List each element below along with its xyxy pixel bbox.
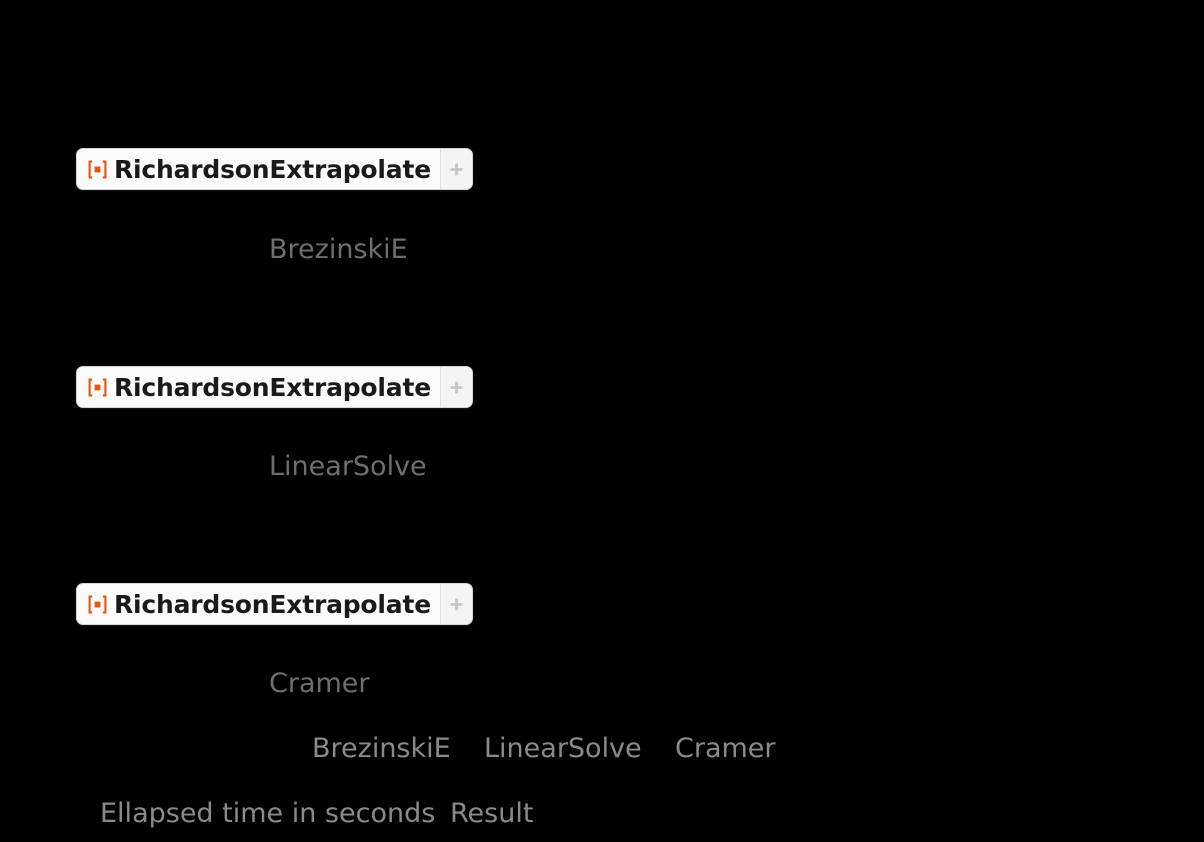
- resource-function-icon: [88, 378, 107, 397]
- method-label-1: BrezinskiE: [269, 234, 408, 265]
- resource-function-body[interactable]: RichardsonExtrapolate: [77, 149, 440, 189]
- column-header-cramer: Cramer: [675, 733, 776, 764]
- resource-function-name: RichardsonExtrapolate: [114, 372, 431, 402]
- resource-function-name: RichardsonExtrapolate: [114, 589, 431, 619]
- resource-function-icon: [88, 160, 107, 179]
- resource-function-icon: [88, 595, 107, 614]
- method-label-3: Cramer: [269, 668, 370, 699]
- column-header-linearsolve: LinearSolve: [484, 733, 642, 764]
- resource-function-token-2[interactable]: RichardsonExtrapolate: [76, 366, 473, 408]
- row-header-elapsed-time: Ellapsed time in seconds: [100, 798, 436, 829]
- resource-function-name: RichardsonExtrapolate: [114, 154, 431, 184]
- row-header-result: Result: [450, 798, 534, 829]
- resource-function-body[interactable]: RichardsonExtrapolate: [77, 367, 440, 407]
- plus-icon[interactable]: [439, 367, 472, 407]
- resource-function-body[interactable]: RichardsonExtrapolate: [77, 584, 440, 624]
- resource-function-token-3[interactable]: RichardsonExtrapolate: [76, 583, 473, 625]
- plus-icon[interactable]: [439, 584, 472, 624]
- resource-function-token-1[interactable]: RichardsonExtrapolate: [76, 148, 473, 190]
- plus-icon[interactable]: [439, 149, 472, 189]
- column-header-brezinskie: BrezinskiE: [312, 733, 451, 764]
- method-label-2: LinearSolve: [269, 451, 427, 482]
